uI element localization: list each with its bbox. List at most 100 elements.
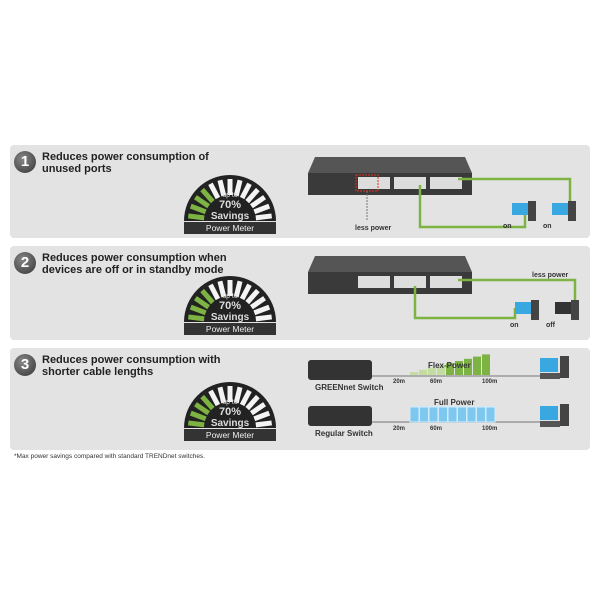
computer-icon — [515, 300, 539, 320]
meter-segment — [208, 389, 221, 407]
computer-icon — [540, 356, 569, 379]
meter-segment — [253, 304, 271, 316]
meter-text: up to — [222, 399, 238, 406]
panel-cable-length: 3 Reduces power consumption with shorter… — [10, 348, 590, 450]
flex-bar — [410, 372, 418, 375]
full-bar — [457, 406, 467, 423]
meter-segment — [249, 195, 266, 209]
meter-segment — [249, 296, 266, 310]
tick-label: 60m — [430, 426, 443, 432]
tick-label: 60m — [430, 379, 443, 385]
full-bar — [409, 406, 420, 423]
flex-bar — [437, 365, 445, 375]
meter-segment — [253, 203, 271, 215]
flex-bar — [473, 356, 481, 375]
meter-segment — [200, 288, 215, 305]
tick-label: 100m — [482, 379, 498, 385]
meter-segment — [255, 213, 272, 221]
meter-text: up to — [222, 293, 238, 300]
flex-bar — [455, 361, 463, 375]
computer-icon-off — [555, 300, 579, 320]
less-power-label: less power — [532, 272, 569, 279]
meter-segment — [200, 394, 215, 411]
pc-status: on — [543, 223, 552, 230]
meter-text: 70% — [219, 406, 241, 418]
meter-text: 70% — [219, 199, 241, 211]
pc-status: off — [546, 322, 555, 329]
cable-length-diagram — [308, 354, 569, 427]
full-power-label: Full Power — [434, 398, 475, 407]
meter-text: up to — [222, 192, 238, 199]
meter-segment — [188, 420, 205, 428]
switch-ports — [358, 177, 462, 189]
full-bar — [485, 406, 496, 423]
meter-label: Power Meter — [206, 430, 254, 440]
flex-power-bars — [410, 354, 490, 375]
flex-bar — [464, 358, 472, 375]
tick-label: 20m — [393, 426, 406, 432]
panel-standby: 2 Reduces power consumption when devices… — [10, 246, 590, 340]
panel-heading: Reduces power consumption when devices a… — [42, 252, 227, 276]
full-bar — [438, 406, 448, 423]
less-power-label: less power — [355, 225, 392, 232]
full-bar — [419, 406, 429, 423]
panel-unused-ports: 1 Reduces power consumption of unused po… — [10, 145, 590, 238]
pc-status: on — [510, 322, 519, 329]
panel-heading: Reduces power consumption of unused port… — [42, 151, 209, 175]
switch-diagram — [308, 157, 576, 229]
full-bar — [476, 406, 486, 423]
meter-segment — [188, 213, 205, 221]
pc-status: on — [503, 223, 512, 230]
meter-segment — [239, 283, 252, 301]
meter-segment — [249, 402, 266, 416]
regular-switch-label: Regular Switch — [315, 429, 373, 438]
meter-segment — [255, 420, 272, 428]
step-number: 2 — [14, 252, 36, 274]
flex-power-label: Flex-Power — [428, 361, 471, 370]
meter-text: 70% — [219, 300, 241, 312]
meter-segment — [253, 410, 271, 422]
panel-heading: Reduces power consumption with shorter c… — [42, 354, 221, 378]
full-bar — [466, 406, 477, 423]
meter-segment — [194, 402, 211, 416]
full-power-bars — [409, 406, 496, 423]
computer-icon — [540, 404, 569, 427]
meter-segment — [245, 187, 260, 204]
meter-segment — [208, 182, 221, 200]
footnote: *Max power savings compared with standar… — [14, 453, 205, 460]
meter-segment — [188, 314, 205, 322]
meter-segment — [217, 386, 227, 404]
flex-bar — [482, 354, 490, 375]
meter-label: Power Meter — [206, 324, 254, 334]
computer-icon — [552, 201, 576, 221]
meter-segment — [189, 410, 207, 422]
step-number: 1 — [14, 151, 36, 173]
step-number: 3 — [14, 354, 36, 376]
meter-segment — [217, 179, 227, 197]
meter-segment — [194, 296, 211, 310]
switch-diagram — [308, 256, 579, 320]
meter-label: Power Meter — [206, 223, 254, 233]
meter-segment — [189, 304, 207, 316]
meter-text: Savings — [211, 211, 250, 222]
meter-text: Savings — [211, 418, 250, 429]
meter-segment — [200, 187, 215, 204]
meter-segment — [239, 389, 252, 407]
meter-segment — [233, 386, 243, 404]
flex-bar — [419, 369, 427, 375]
meter-text: Savings — [211, 312, 250, 323]
flex-bar — [446, 363, 454, 375]
flex-bar — [428, 367, 436, 375]
meter-segment — [255, 314, 272, 322]
computer-icon — [512, 201, 536, 221]
full-bar — [428, 406, 439, 423]
meter-segment — [208, 283, 221, 301]
meter-segment — [217, 280, 227, 298]
meter-segment — [233, 280, 243, 298]
meter-segment — [194, 195, 211, 209]
meter-segment — [239, 182, 252, 200]
tick-label: 100m — [482, 426, 498, 432]
